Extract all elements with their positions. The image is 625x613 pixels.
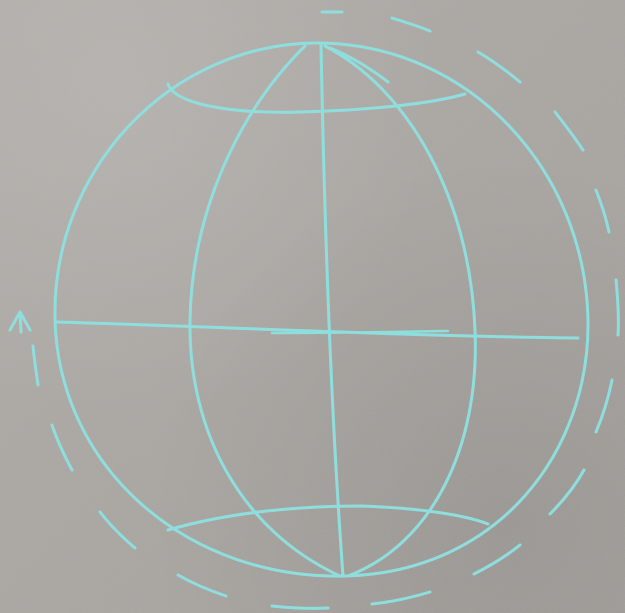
rotation-arrow-shaft	[20, 313, 21, 332]
